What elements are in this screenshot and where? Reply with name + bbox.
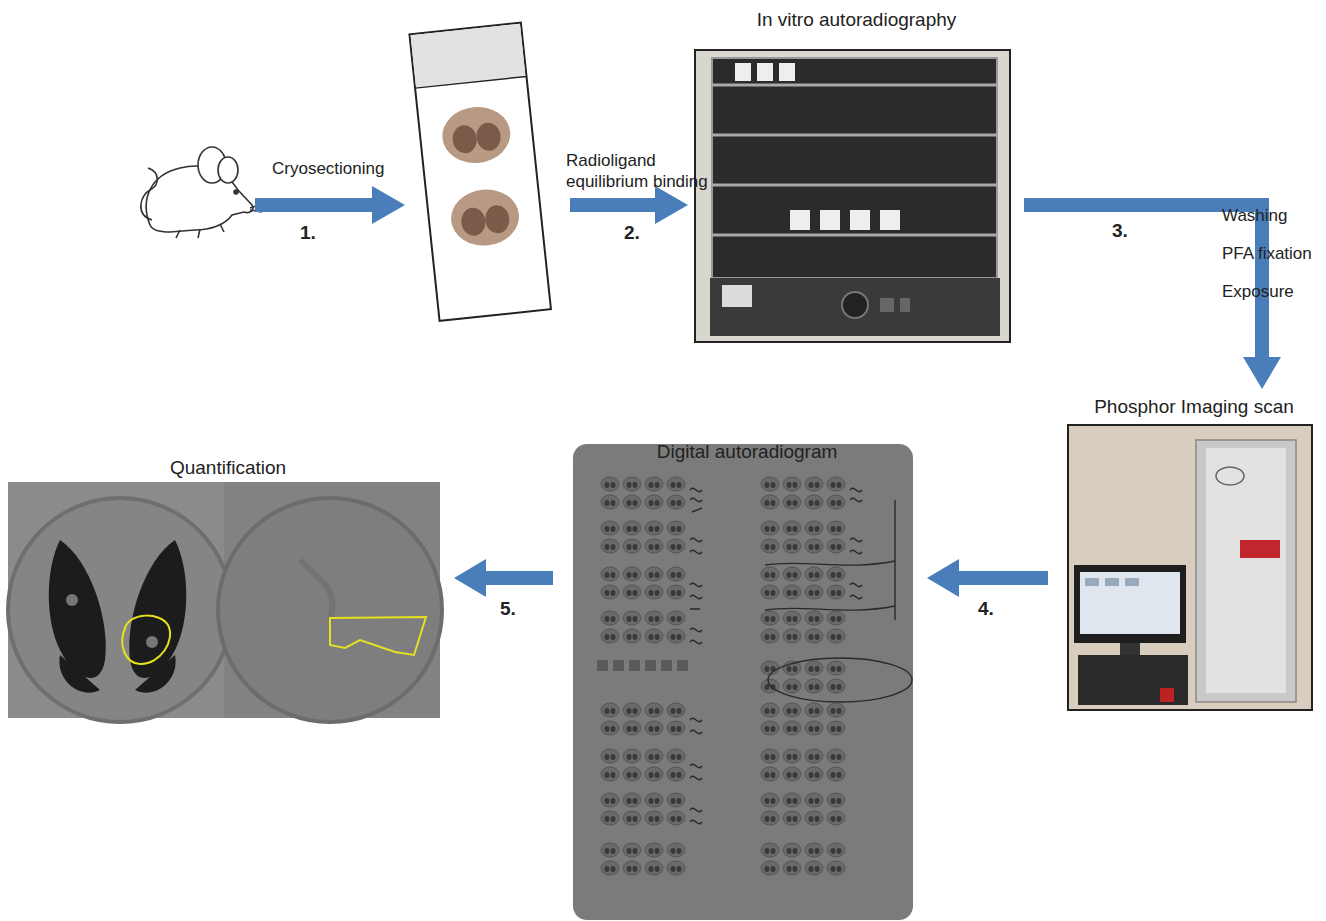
panel-title: Phosphor Imaging scan — [1068, 395, 1320, 419]
image-panel: Quantification — [8, 456, 448, 718]
step-label: PFA fixation — [1222, 243, 1312, 264]
image-panel: Phosphor Imaging scan — [1068, 395, 1320, 710]
arrow-part — [1243, 357, 1281, 389]
step-number: 4. — [978, 598, 994, 619]
autoradiogram-scan — [573, 444, 913, 920]
panel-title: Digital autoradiogram — [573, 440, 921, 464]
step-number: 3. — [1112, 220, 1128, 241]
panel-title: Quantification — [8, 456, 448, 480]
step-label: Washing — [1222, 205, 1288, 226]
arrow-part — [482, 571, 553, 585]
image-panel: Digital autoradiogram — [573, 440, 921, 920]
arrow-part — [955, 571, 1048, 585]
microscope-slide — [409, 23, 550, 321]
flow-arrow — [927, 559, 1048, 597]
step-label: Cryosectioning — [272, 158, 384, 179]
flow-arrow — [570, 186, 688, 224]
step-number: 5. — [500, 598, 516, 619]
step-label: Exposure — [1222, 281, 1294, 302]
image-panel: In vitro autoradiography — [695, 8, 1018, 342]
shaker-photo — [695, 50, 1010, 342]
step-number: 2. — [624, 222, 640, 243]
quantification-images — [8, 482, 442, 722]
arrow-part — [927, 559, 959, 597]
imager-photo — [1068, 425, 1312, 710]
step-label: Radioligand equilibrium binding — [566, 150, 736, 192]
flow-arrow — [255, 186, 405, 224]
arrow-part — [454, 559, 486, 597]
mouse-drawing — [141, 147, 262, 238]
panel-title: In vitro autoradiography — [695, 8, 1018, 32]
step-number: 1. — [300, 222, 316, 243]
flow-arrow — [454, 559, 553, 597]
